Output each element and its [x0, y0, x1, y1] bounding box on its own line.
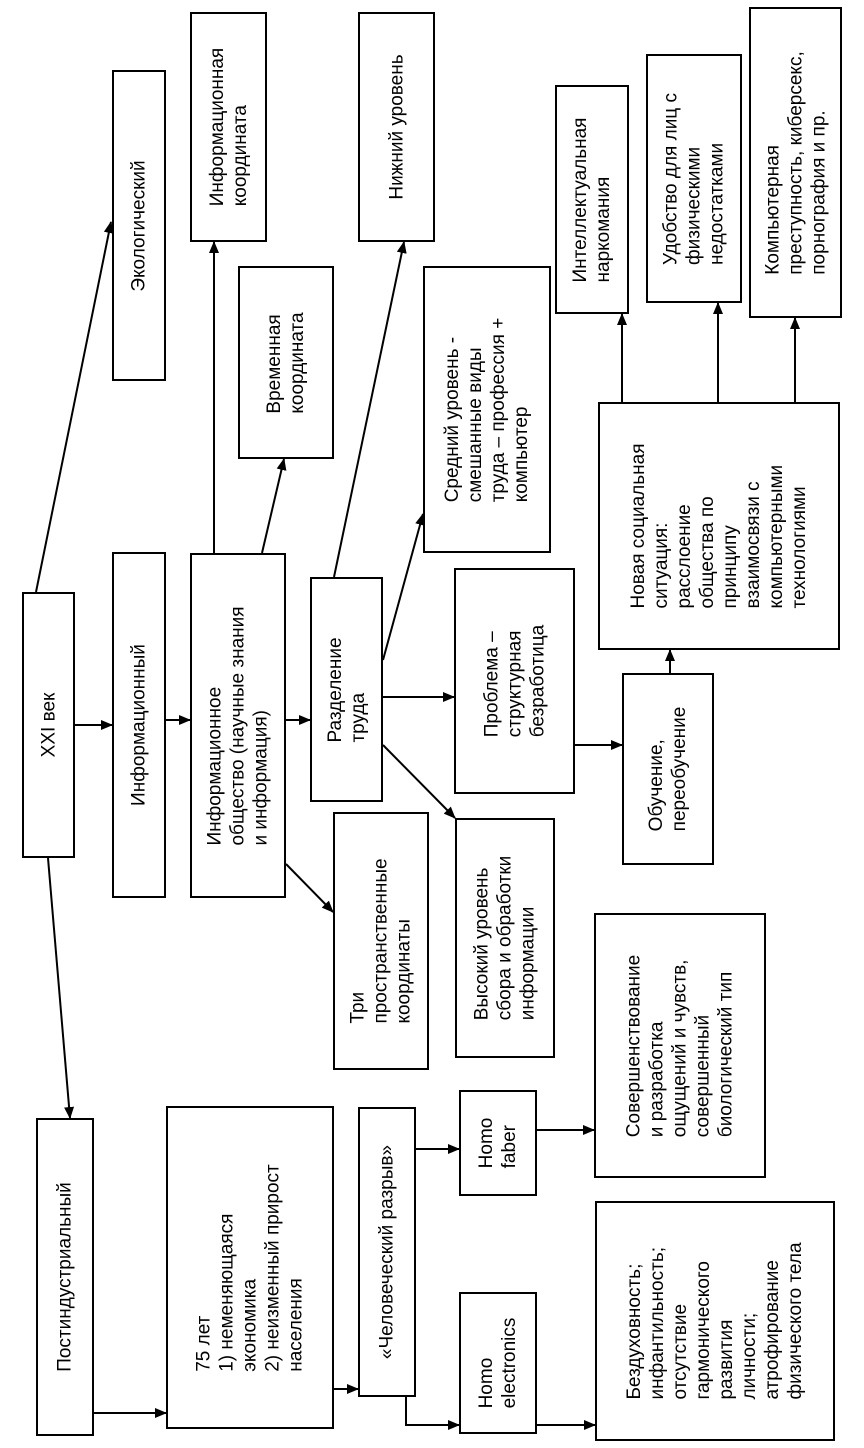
node-problem-unemployment-label: Проблема – структурная безработица: [481, 624, 548, 738]
node-spiritlessness: Бездуховность; инфантильность; отсутстви…: [595, 1201, 835, 1441]
node-spiritlessness-label: Бездуховность; инфантильность; отсутстви…: [624, 1242, 806, 1400]
node-high-level: Высокий уровень сбора и обработки информ…: [455, 818, 555, 1058]
node-perfection: Совершенствование и разработка ощущений …: [594, 913, 766, 1178]
node-lower-level-label: Нижний уровень: [386, 54, 407, 200]
node-human-gap-label: «Человеческий разрыв»: [376, 1144, 398, 1360]
node-homo-electronics-label: Homo electronics: [476, 1317, 520, 1409]
node-training-label: Обучение, переобучение: [646, 706, 690, 832]
node-space-coordinates-label: Три пространственные координаты: [347, 858, 415, 1024]
arrow-division-to-middle: [382, 513, 425, 661]
node-postindustrial-label: Постиндустриальный: [54, 1182, 76, 1372]
arrow-gap-to-electronics: [405, 1397, 460, 1430]
node-xxi-century-label: XXI век: [38, 692, 59, 758]
node-convenience-disabled-label: Удобство для лиц с физическими недостатк…: [660, 92, 728, 265]
node-information-coordinate: Информационная координата: [190, 12, 267, 242]
node-space-coordinates: Три пространственные координаты: [333, 812, 429, 1070]
node-informational-label: Информационный: [128, 644, 150, 806]
node-information-coordinate-label: Информационная координата: [206, 47, 251, 207]
node-training: Обучение, переобучение: [622, 673, 714, 865]
node-division-of-labor: Разделение труда: [310, 577, 383, 802]
arrow-division-to-lower: [333, 241, 407, 578]
arrow-division-to-high: [382, 744, 456, 819]
node-informational: Информационный: [112, 552, 166, 898]
node-seventy-five-years-label: 75 лет 1) неменяющаяся экономика 2) неиз…: [193, 1163, 307, 1372]
node-computer-crime-label: Компьютерная преступность, киберсекс, по…: [762, 50, 829, 275]
node-ecological: Экологический: [112, 70, 166, 381]
node-division-of-labor-label: Разделение труда: [324, 636, 369, 743]
node-ecological-label: Экологический: [128, 159, 150, 292]
node-information-society-label: Информационное общество (научные знания …: [204, 605, 272, 846]
node-information-society: Информационное общество (научные знания …: [190, 553, 286, 898]
node-perfection-label: Совершенствование и разработка ощущений …: [623, 954, 737, 1137]
node-homo-faber: Homo faber: [459, 1090, 537, 1196]
node-homo-faber-label: Homo faber: [476, 1117, 520, 1169]
arrow-xxi-to-postindustrial: [47, 857, 75, 1119]
node-seventy-five-years: 75 лет 1) неменяющаяся экономика 2) неиз…: [166, 1106, 334, 1429]
node-middle-level-label: Средний уровень - смешанные виды труда –…: [442, 317, 532, 502]
node-human-gap: «Человеческий разрыв»: [358, 1107, 416, 1397]
node-lower-level: Нижний уровень: [358, 12, 435, 242]
node-computer-crime: Компьютерная преступность, киберсекс, по…: [749, 7, 842, 318]
node-middle-level: Средний уровень - смешанные виды труда –…: [423, 266, 551, 553]
node-high-level-label: Высокий уровень сбора и обработки информ…: [471, 855, 539, 1021]
node-new-social-situation-label: Новая социальная ситуация: расслоение об…: [628, 443, 810, 609]
node-homo-electronics: Homo electronics: [459, 1292, 537, 1434]
node-intellectual-addiction: Интеллектуальная наркомания: [555, 85, 629, 314]
node-intellectual-addiction-label: Интеллектуальная наркомания: [570, 117, 614, 282]
arrow-society-to-space-coords: [285, 863, 334, 913]
node-problem-unemployment: Проблема – структурная безработица: [454, 568, 575, 794]
node-convenience-disabled: Удобство для лиц с физическими недостатк…: [646, 54, 742, 303]
arrow-society-to-time-coord: [261, 458, 287, 554]
node-time-coordinate-label: Временная координата: [264, 311, 308, 414]
arrow-xxi-to-ecological: [35, 221, 114, 593]
node-xxi-century: XXI век: [22, 592, 75, 858]
node-new-social-situation: Новая социальная ситуация: расслоение об…: [598, 402, 840, 650]
node-time-coordinate: Временная координата: [238, 266, 334, 459]
node-postindustrial: Постиндустриальный: [36, 1118, 94, 1436]
